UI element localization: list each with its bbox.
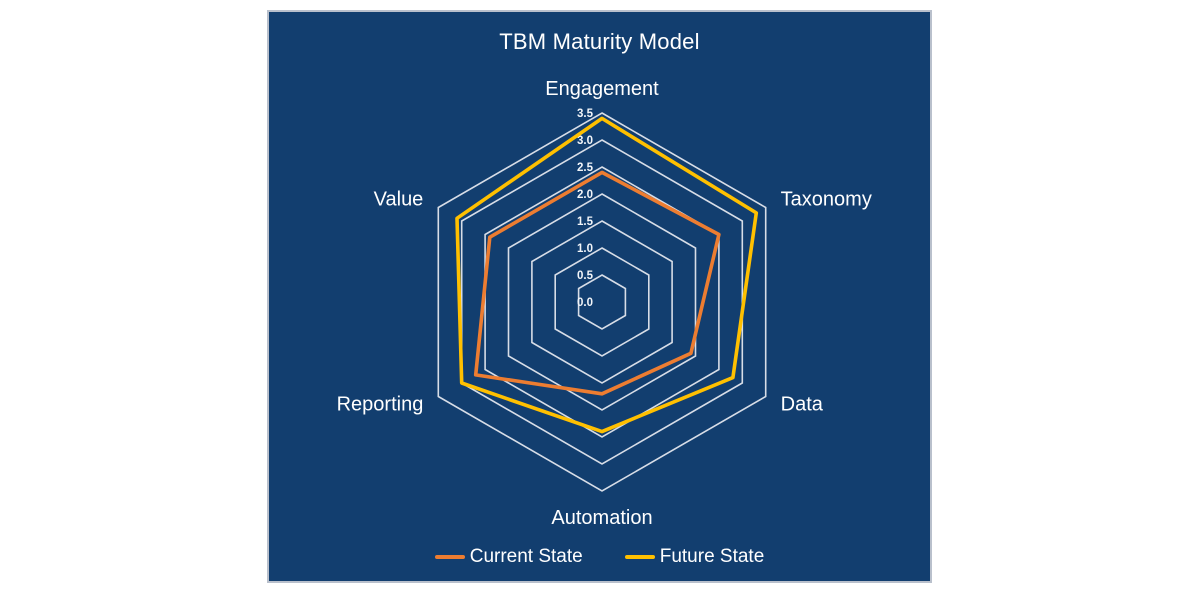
legend-label-current-state: Current State (469, 546, 583, 567)
legend-swatch-future-state-icon (624, 555, 655, 559)
gridline-ring (460, 139, 744, 465)
radial-tick-label: 0.5 (577, 270, 594, 282)
category-label-data: Data (781, 394, 824, 416)
chart-legend: Current State Future State (269, 546, 930, 568)
gridline-ring (507, 193, 697, 411)
radial-tick-label: 0.0 (577, 297, 593, 309)
category-label-reporting: Reporting (337, 394, 424, 416)
radial-tick-label: 1.0 (577, 243, 593, 255)
gridline-ring (577, 274, 627, 330)
radial-tick-label: 1.5 (577, 216, 594, 228)
legend-label-future-state: Future State (659, 546, 765, 567)
radial-tick-label: 2.0 (577, 189, 593, 201)
gridline-ring (437, 112, 767, 492)
radial-tick-label: 3.5 (577, 108, 594, 120)
category-label-taxonomy: Taxonomy (781, 189, 872, 211)
legend-item-future-state: Future State (624, 546, 765, 568)
legend-item-current-state: Current State (434, 546, 583, 568)
gridline-ring (554, 247, 650, 357)
category-label-automation: Automation (551, 507, 652, 529)
radial-tick-label: 2.5 (577, 162, 594, 174)
category-label-value: Value (374, 189, 424, 211)
radial-tick-label: 3.0 (577, 135, 593, 147)
radar-chart-svg: 0.0 0.5 1.0 1.5 2.0 2.5 3.0 3.5 EngagementTaxono… (337, 78, 872, 529)
chart-panel: TBM Maturity Model 0.0 0.5 1.0 1.5 2.0 2.5 3.0… (267, 10, 932, 583)
series-polygon-current-state (473, 170, 721, 396)
gridline-ring (531, 220, 673, 384)
series-polygon-future-state (455, 116, 759, 434)
chart-title: TBM Maturity Model (499, 29, 700, 54)
category-label-engagement: Engagement (545, 78, 659, 100)
legend-swatch-current-state-icon (434, 555, 465, 559)
